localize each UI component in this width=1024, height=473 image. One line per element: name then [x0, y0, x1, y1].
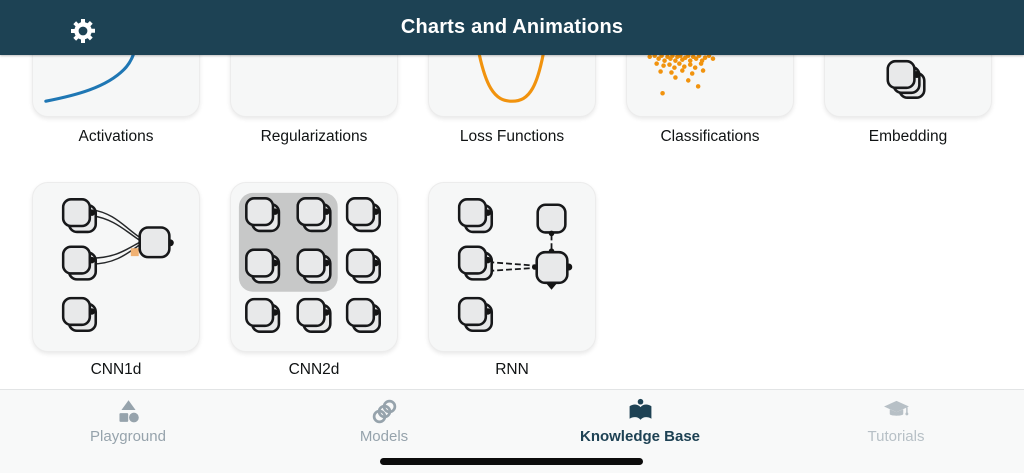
open-book-icon: [629, 398, 651, 420]
rnn-diagram: [457, 198, 573, 333]
page-title: Charts and Animations: [400, 16, 624, 38]
knowledge-base-grid: Activations Regularizations Loss Functio…: [0, 55, 1024, 389]
models-rings-icon: [372, 399, 396, 424]
home-indicator[interactable]: [380, 458, 643, 465]
card-cnn1d[interactable]: [32, 182, 200, 352]
card-label-activations: Activations: [78, 128, 154, 145]
card-label-regularizations: Regularizations: [260, 128, 368, 145]
card-activations[interactable]: [32, 55, 200, 117]
card-label-cnn1d: CNN1d: [90, 361, 142, 378]
tab-label-playground: Playground: [90, 428, 166, 445]
card-loss-functions[interactable]: [428, 55, 596, 117]
card-cnn2d[interactable]: [230, 182, 398, 352]
gear-icon: [71, 19, 95, 43]
embedding-layers-icon: [886, 59, 926, 100]
settings-button[interactable]: [69, 17, 97, 45]
tab-playground[interactable]: Playground: [0, 390, 256, 473]
loss-parabola-thumbnail: [477, 55, 545, 103]
tab-label-knowledge-base: Knowledge Base: [579, 428, 701, 445]
tab-knowledge-base[interactable]: Knowledge Base: [512, 390, 768, 473]
tab-models[interactable]: Models: [256, 390, 512, 473]
card-classifications[interactable]: [626, 55, 794, 117]
cnn1d-diagram: [61, 198, 174, 333]
bottom-tab-bar: Playground Models Knowledge Base: [0, 389, 1024, 473]
card-rnn[interactable]: [428, 182, 596, 352]
graduation-cap-icon: [883, 400, 909, 416]
cnn2d-diagram: [238, 192, 381, 334]
app-header: Charts and Animations: [0, 0, 1024, 55]
playground-shapes-icon: [118, 400, 139, 423]
card-embedding[interactable]: [824, 55, 992, 117]
card-label-cnn2d: CNN2d: [288, 361, 340, 378]
classification-scatter-thumbnail: [647, 55, 716, 96]
card-regularizations[interactable]: [230, 55, 398, 117]
tab-tutorials[interactable]: Tutorials: [768, 390, 1024, 473]
regularization-thumbnail: [231, 55, 397, 116]
tab-label-models: Models: [359, 428, 409, 445]
activation-curve-thumbnail: [44, 55, 135, 103]
card-label-loss-functions: Loss Functions: [459, 128, 565, 145]
card-label-embedding: Embedding: [868, 128, 948, 145]
card-label-rnn: RNN: [495, 361, 529, 378]
tab-label-tutorials: Tutorials: [867, 428, 925, 445]
card-label-classifications: Classifications: [660, 128, 760, 145]
